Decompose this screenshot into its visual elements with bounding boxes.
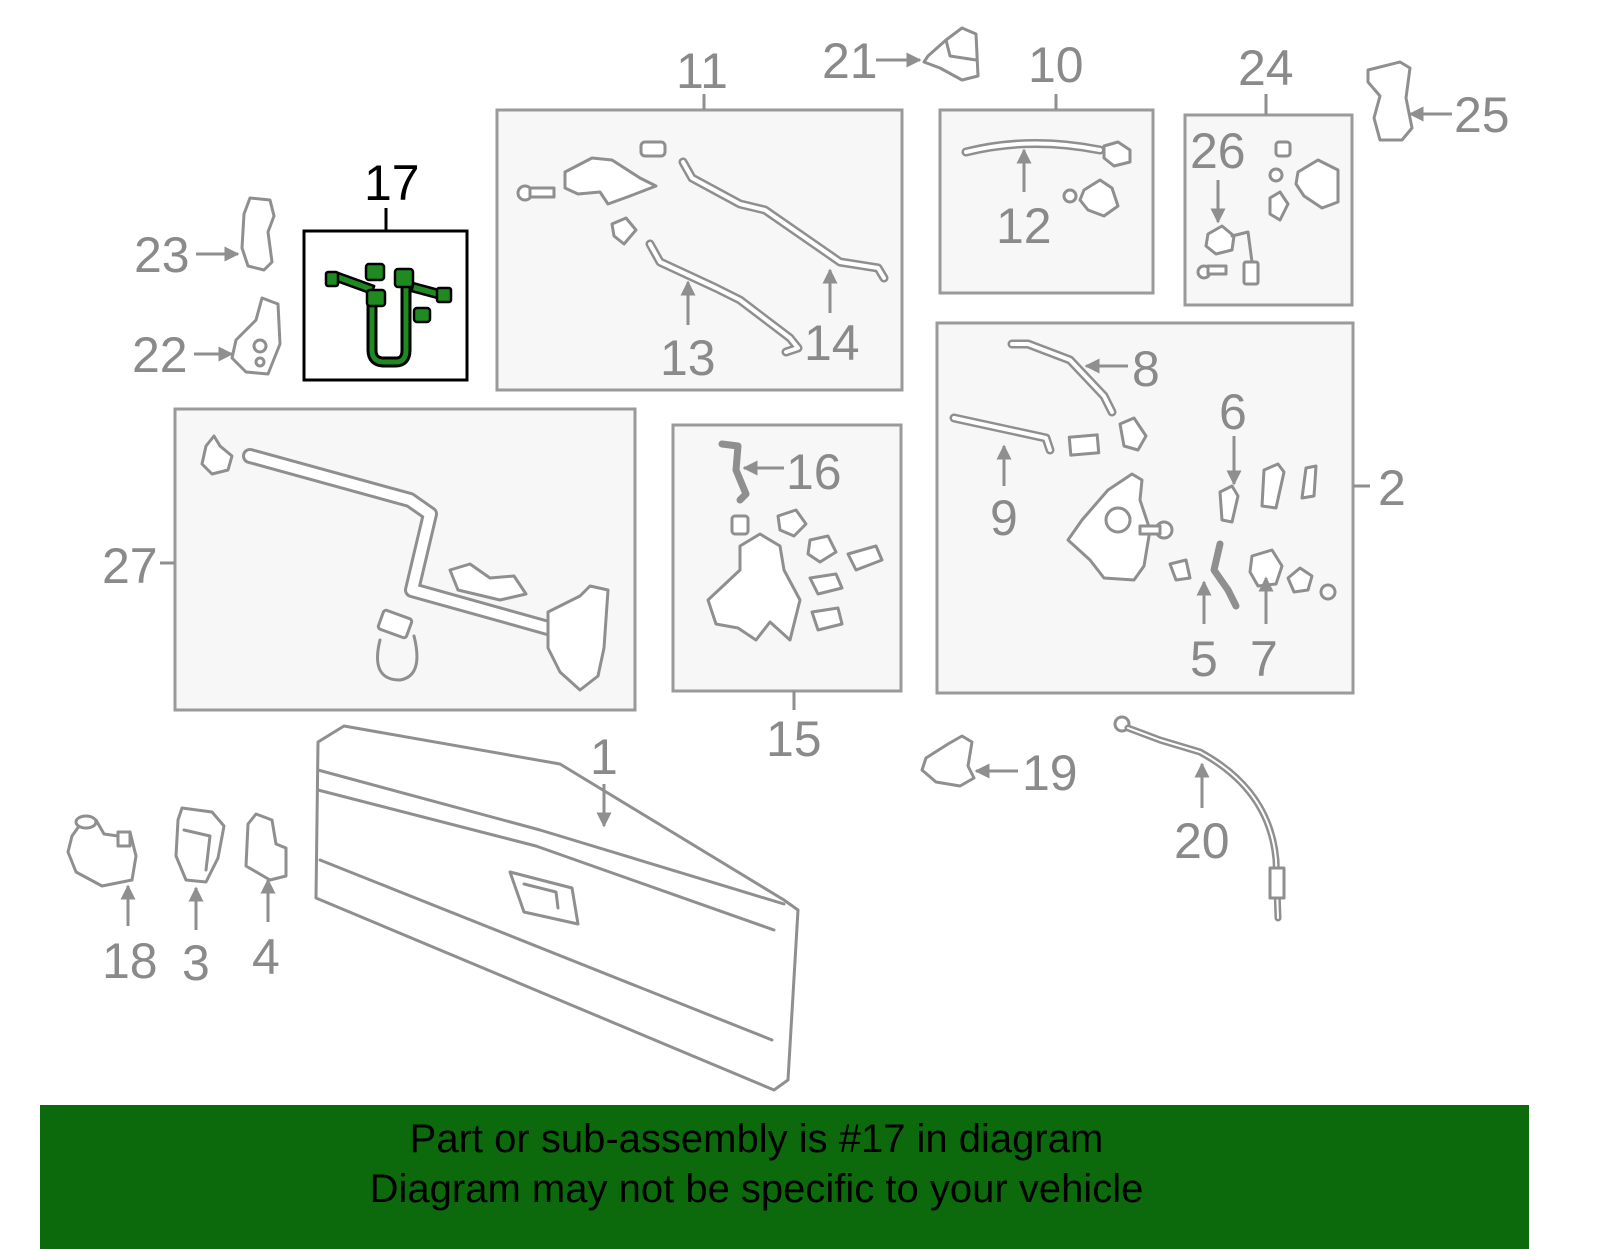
part-21-bracket	[922, 26, 980, 82]
callout-6: 6	[1219, 384, 1247, 440]
part-19-striker	[920, 734, 976, 788]
group-box-11	[495, 108, 904, 392]
callout-10: 10	[1028, 37, 1084, 93]
part-15-hinge-assembly	[706, 440, 884, 642]
info-banner: Part or sub-assembly is #17 in diagram D…	[40, 1105, 1529, 1249]
callout-20: 20	[1174, 813, 1230, 869]
part-11-rods-assembly	[516, 140, 889, 357]
callout-1: 1	[590, 729, 618, 785]
callout-23: 23	[134, 227, 190, 283]
callout-16: 16	[786, 444, 842, 500]
callout-24: 24	[1238, 40, 1294, 96]
callout-9: 9	[990, 490, 1018, 546]
banner-line-part-number: Part or sub-assembly is #17 in diagram	[409, 1117, 1104, 1161]
part-27-hinge-cable-assembly	[200, 434, 610, 692]
callout-27: 27	[102, 538, 158, 594]
callout-18: 18	[102, 933, 158, 989]
part-1-tailgate	[314, 724, 800, 1092]
part-20-cable	[1113, 715, 1286, 922]
part-10-handle-assembly	[961, 139, 1132, 218]
part-23-bracket	[240, 196, 276, 272]
callout-14: 14	[804, 315, 860, 371]
part-17-hinge-bolt-kit[interactable]	[324, 262, 453, 368]
callout-17: 17	[364, 155, 420, 211]
callout-8: 8	[1132, 341, 1160, 397]
callout-13: 13	[660, 330, 716, 386]
callout-12: 12	[996, 198, 1052, 254]
callout-22: 22	[132, 327, 188, 383]
callout-3: 3	[182, 935, 210, 991]
group-box-2	[935, 321, 1355, 695]
callout-2: 2	[1378, 460, 1406, 516]
part-25-pad	[1366, 60, 1414, 142]
part-4-cover	[244, 812, 288, 882]
callout-25: 25	[1454, 87, 1510, 143]
callout-15: 15	[766, 711, 822, 767]
callout-19: 19	[1022, 745, 1078, 801]
callout-11: 11	[676, 43, 728, 99]
callout-5: 5	[1190, 631, 1218, 687]
callout-4: 4	[252, 929, 280, 985]
callout-21: 21	[822, 33, 878, 89]
callout-26: 26	[1190, 123, 1246, 179]
part-22-bracket	[230, 296, 282, 376]
part-3-cover	[174, 806, 226, 884]
callout-7: 7	[1250, 631, 1278, 687]
group-box-17-highlighted	[302, 229, 469, 382]
part-18-bumper	[66, 814, 138, 888]
part-24-latch-parts	[1196, 140, 1340, 286]
part-2-latch-assembly	[949, 339, 1337, 610]
banner-line-disclaimer: Diagram may not be specific to your vehi…	[369, 1167, 1144, 1211]
